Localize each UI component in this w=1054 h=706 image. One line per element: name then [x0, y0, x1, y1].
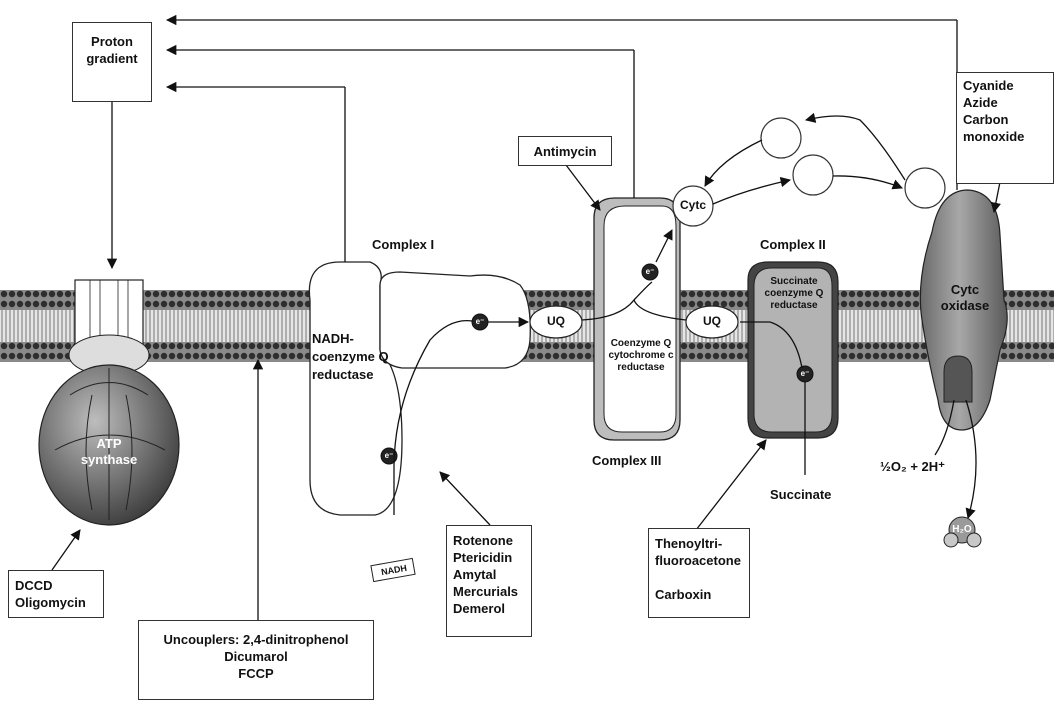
succinate-coenzyme-q-reductase-label: Succinate coenzyme Q reductase — [752, 276, 836, 312]
ptericidin-label: Ptericidin — [453, 549, 531, 566]
oxygen-reaction-label: ½O₂ + 2H⁺ — [880, 458, 945, 475]
amytal-label: Amytal — [453, 566, 531, 583]
nadh-reductase-line-2: coenzyme Q — [312, 348, 389, 366]
dccd-box: DCCD Oligomycin — [8, 570, 104, 618]
cqcr-line-2: cytochrome c — [598, 350, 684, 362]
antimycin-box: Antimycin — [518, 136, 612, 166]
complex-i-label: Complex I — [372, 236, 434, 253]
uq-label-1: UQ — [542, 315, 570, 327]
water-label: H₂O — [948, 524, 976, 536]
atp-synthase-label: ATP synthase — [72, 436, 146, 468]
proton-gradient-line-1: Proton — [73, 33, 151, 50]
succinate-label: Succinate — [770, 486, 831, 503]
complex-iii-label: Complex III — [592, 452, 661, 469]
cytc-oxidase-line-2: oxidase — [930, 298, 1000, 314]
scqr-line-2: coenzyme Q — [752, 288, 836, 300]
cyanide-box: Cyanide Azide Carbon monoxide — [956, 72, 1054, 184]
nadh-reductase-line-1: NADH- — [312, 330, 389, 348]
mercurials-label: Mercurials — [453, 583, 531, 600]
complex-iii-shape — [594, 198, 680, 440]
carbon-label: Carbon — [963, 111, 1053, 128]
scqr-line-3: reductase — [752, 300, 836, 312]
complex-ii-label: Complex II — [760, 236, 826, 253]
cytc-oxidase-line-1: Cytc — [930, 282, 1000, 298]
fluoroacetone-label: fluoroacetone — [655, 552, 749, 569]
thenoyl-blank-line — [655, 569, 749, 586]
dccd-label: DCCD — [15, 577, 103, 594]
atp-synthase-line-2: synthase — [72, 452, 146, 468]
complex-i-shape — [309, 262, 530, 515]
cytc-circles — [673, 118, 945, 226]
cytc-label: Cytc — [676, 199, 710, 211]
coenzyme-q-cytochrome-c-reductase-label: Coenzyme Q cytochrome c reductase — [598, 338, 684, 374]
rotenone-label: Rotenone — [453, 532, 531, 549]
nadh-reductase-label: NADH- coenzyme Q reductase — [312, 330, 389, 384]
electron-label-3: e⁻ — [642, 266, 658, 278]
demerol-label: Demerol — [453, 600, 531, 617]
thenoyl-box: Thenoyltri- fluoroacetone Carboxin — [648, 528, 750, 618]
scqr-line-1: Succinate — [752, 276, 836, 288]
azide-label: Azide — [963, 94, 1053, 111]
fccp-label: FCCP — [139, 665, 373, 682]
electron-label-1: e⁻ — [472, 316, 488, 328]
cytc-oxidase-label: Cytc oxidase — [930, 282, 1000, 314]
electron-label-2: e⁻ — [381, 450, 397, 462]
nadh-reductase-line-3: reductase — [312, 366, 389, 384]
electron-label-4: e⁻ — [797, 368, 813, 380]
uncouplers-box: Uncouplers: 2,4-dinitrophenol Dicumarol … — [138, 620, 374, 700]
dicumarol-label: Dicumarol — [139, 648, 373, 665]
oligomycin-label: Oligomycin — [15, 594, 103, 611]
cyanide-label: Cyanide — [963, 77, 1053, 94]
atp-synthase-line-1: ATP — [72, 436, 146, 452]
monoxide-label: monoxide — [963, 128, 1053, 145]
proton-gradient-box: Proton gradient — [72, 22, 152, 102]
rotenone-box: Rotenone Ptericidin Amytal Mercurials De… — [446, 525, 532, 637]
carboxin-label: Carboxin — [655, 586, 749, 603]
uncouplers-label: Uncouplers: 2,4-dinitrophenol — [139, 631, 373, 648]
proton-gradient-line-2: gradient — [73, 50, 151, 67]
thenoyltri-label: Thenoyltri- — [655, 535, 749, 552]
uq-label-2: UQ — [698, 315, 726, 327]
cqcr-line-3: reductase — [598, 362, 684, 374]
antimycin-label: Antimycin — [534, 144, 597, 159]
cqcr-line-1: Coenzyme Q — [598, 338, 684, 350]
